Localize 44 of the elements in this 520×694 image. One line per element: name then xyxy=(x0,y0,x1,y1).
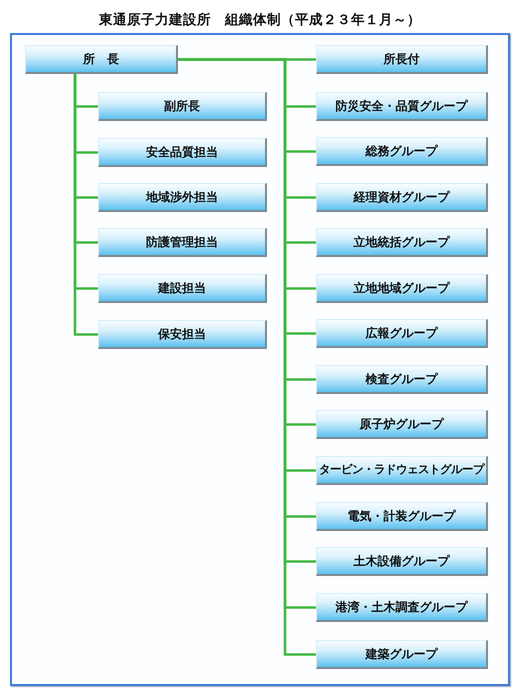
org-unit-box xyxy=(98,320,267,349)
unit-label: 立地地域グループ xyxy=(354,280,450,296)
org-unit-box xyxy=(316,640,488,669)
org-unit-box xyxy=(316,456,488,485)
unit-label: タービン・ラドウェストグループ xyxy=(319,463,484,477)
org-unit-box xyxy=(316,183,488,212)
unit-label: 原子炉グループ xyxy=(360,416,444,432)
org-unit-box xyxy=(316,137,488,166)
unit-label: 港湾・土木調査グループ xyxy=(336,600,468,614)
org-unit-box xyxy=(316,92,488,121)
org-unit-box xyxy=(98,228,267,257)
org-unit-box xyxy=(98,92,267,121)
diagram-title: 東通原子力建設所 組織体制（平成２３年１月～） xyxy=(99,12,421,28)
org-unit-box xyxy=(316,319,488,348)
org-unit-box xyxy=(98,274,267,303)
org-unit-box xyxy=(98,138,267,167)
unit-label: 保安担当 xyxy=(158,326,206,342)
unit-label: 防護管理担当 xyxy=(146,234,218,250)
unit-label: 総務グループ xyxy=(366,144,438,158)
connector-line xyxy=(74,74,98,336)
unit-label: 建築グループ xyxy=(366,646,438,662)
org-unit-box xyxy=(98,183,267,212)
unit-label: 土木設備グループ xyxy=(354,554,450,568)
org-unit-box xyxy=(316,365,488,394)
org-unit-box xyxy=(316,593,488,622)
org-unit-box xyxy=(316,274,488,303)
unit-label: 検査グループ xyxy=(366,372,438,386)
unit-label: 所長付 xyxy=(384,52,420,66)
org-unit-box xyxy=(316,228,488,257)
org-unit-box xyxy=(25,45,178,74)
org-unit-box xyxy=(316,502,488,531)
unit-label: 立地統括グループ xyxy=(354,234,450,250)
org-unit-box xyxy=(316,547,488,576)
unit-label: 広報グループ xyxy=(366,326,438,340)
org-unit-box xyxy=(316,45,488,74)
unit-label: 経理資材グループ xyxy=(354,190,450,204)
unit-label: 所 長 xyxy=(83,52,119,66)
unit-label: 安全品質担当 xyxy=(146,144,218,160)
unit-label: 建設担当 xyxy=(158,280,206,296)
unit-label: 地域渉外担当 xyxy=(146,190,218,204)
unit-label: 副所長 xyxy=(164,98,200,114)
unit-label: 防災安全・品質グループ xyxy=(336,98,468,114)
org-unit-box xyxy=(316,410,488,439)
unit-label: 電気・計装グループ xyxy=(348,508,456,524)
